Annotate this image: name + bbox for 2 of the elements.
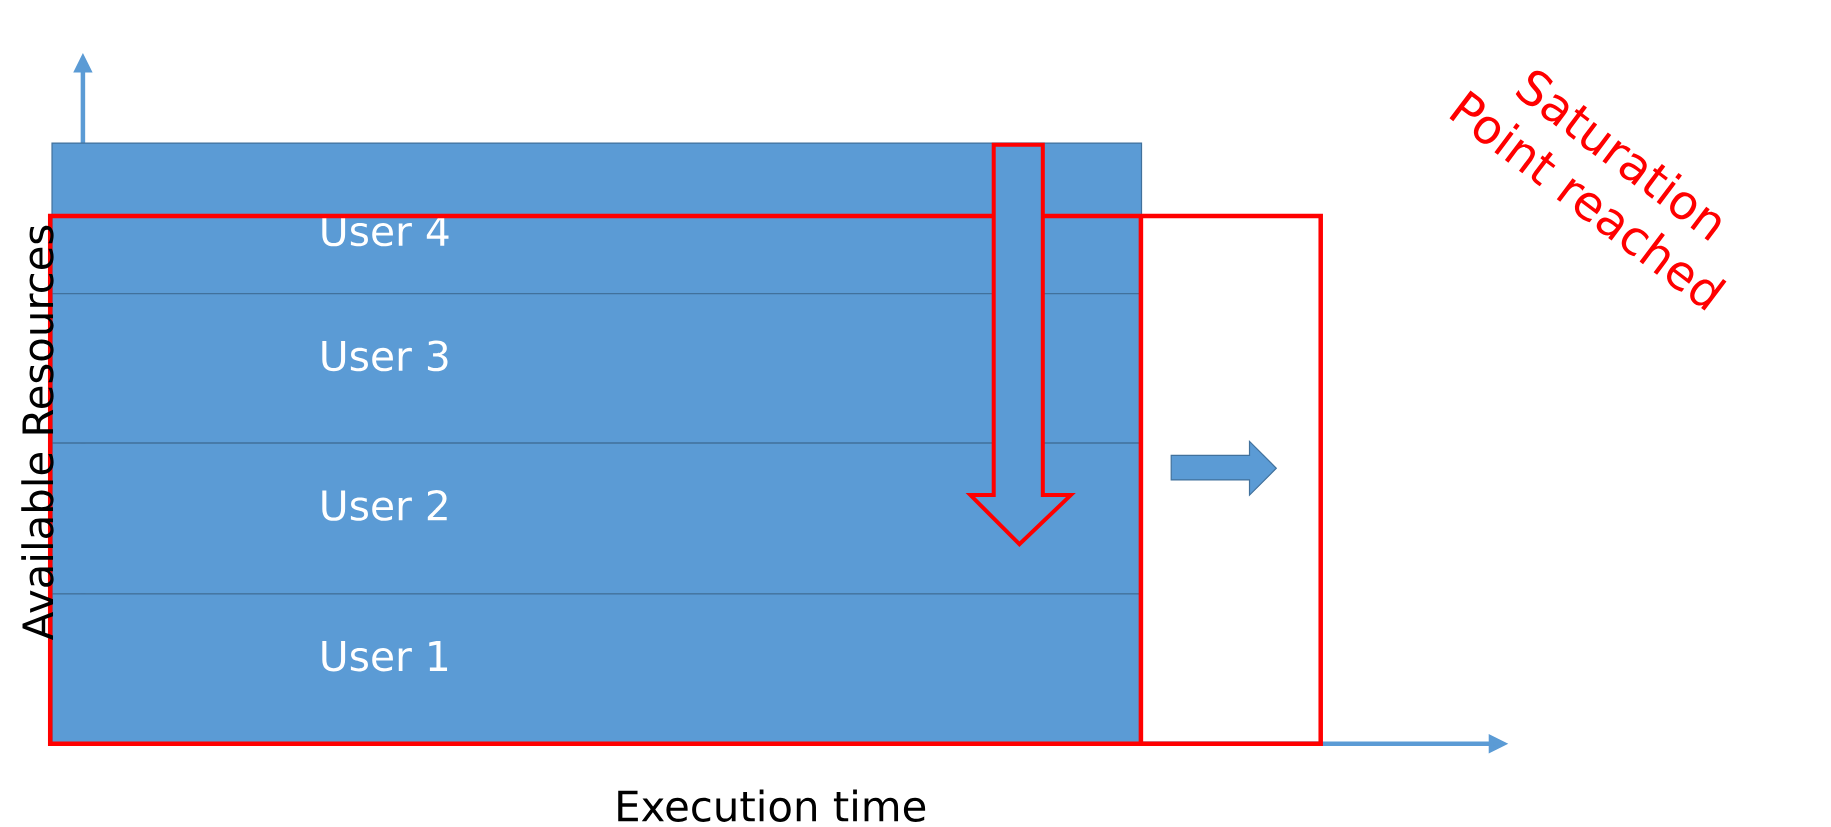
axis-label: Execution time (618, 789, 926, 822)
axis-label: Available Resources (21, 225, 54, 640)
